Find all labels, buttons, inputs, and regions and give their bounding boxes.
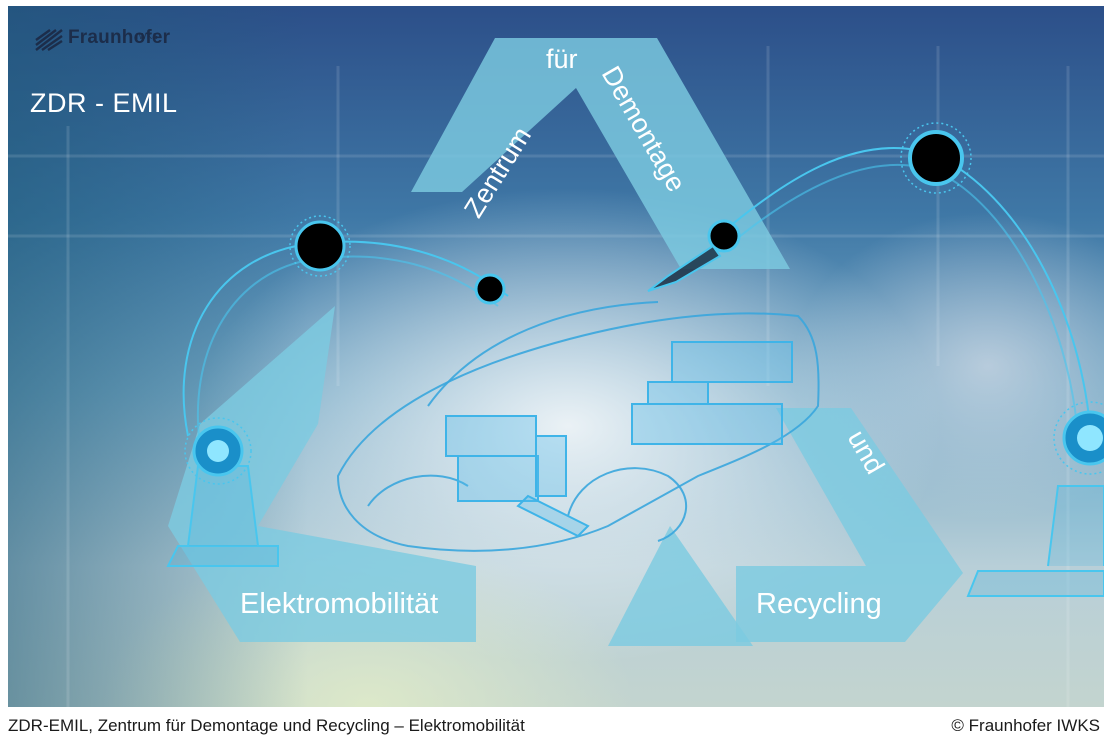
label-recycling: Recycling (756, 588, 882, 620)
robot-joint-small (474, 273, 506, 305)
logo-subtitle: IWKS (136, 32, 159, 41)
arrow-left-band (168, 424, 476, 642)
robot-gripper (647, 244, 722, 292)
image-caption: ZDR-EMIL, Zentrum für Demontage und Recy… (8, 716, 525, 735)
arrow-bottom-head (608, 526, 753, 646)
label-elektromobilitaet: Elektromobilität (240, 588, 439, 620)
fraunhofer-logo-icon (35, 29, 63, 52)
arrow-top (411, 38, 790, 269)
recycling-cycle-illustration (8, 38, 1104, 707)
label-fuer: für (546, 44, 578, 74)
image-credit: © Fraunhofer IWKS (951, 716, 1100, 735)
robot-joint-right (908, 130, 964, 186)
battery-pack (631, 341, 793, 445)
project-title: ZDR - EMIL (30, 88, 178, 118)
recycling-triangle (168, 38, 963, 646)
robot-arm-right (717, 146, 1104, 597)
robot-joint-left (294, 220, 346, 272)
engine-block (445, 415, 590, 538)
logo-name: Fraunhofer (68, 27, 171, 48)
arrow-right (736, 408, 963, 642)
fraunhofer-logo: Fraunhofer (34, 28, 170, 52)
hero-image: Fraunhofer IWKS ZDR - EMIL für Zentrum D… (8, 6, 1104, 707)
robot-arm-left (166, 240, 509, 567)
robot-gripper-joint (707, 219, 741, 253)
arrow-left-head (200, 306, 335, 424)
